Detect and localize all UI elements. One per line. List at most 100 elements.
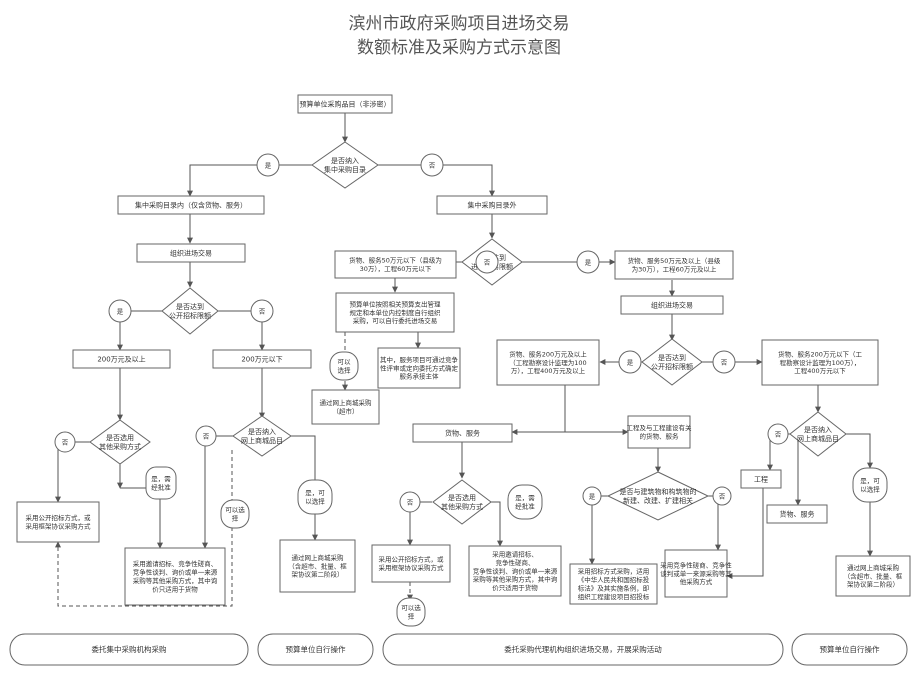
edge-mall-right-yes (846, 433, 873, 469)
node-service_note-text: 服务承接主体 (400, 372, 440, 381)
node-mall_right-text: 通过网上商城采购 (847, 563, 900, 572)
node-organize_right-box (620, 295, 724, 315)
label-yes2-text: 是 (117, 307, 124, 315)
node-organize_left-text: 组织进场交易 (170, 248, 212, 257)
label-no1-text: 否 (429, 161, 436, 169)
node-goods_services2: 货物、服务 (766, 504, 828, 524)
node-tender_law: 采用招标方式采购，适用《中华人民共和国招标投标法》及其实施条例，即组织工程建设项… (569, 563, 658, 605)
node-tender_law-text: 采用招标方式采购，适用 (578, 567, 650, 576)
node-f4-text: 预算单位自行操作 (820, 644, 880, 654)
node-service_note-text: 性评审或定向委托方式确定 (380, 363, 459, 372)
label-no8: 否 (712, 486, 732, 506)
label-no8-text: 否 (719, 492, 726, 500)
node-f4: 预算单位自行操作 (791, 633, 908, 666)
decision-d_build-text: 是否与建筑物和构筑物的 (620, 487, 697, 496)
node-open_bid_right-text: 采用框架协议采购方式 (379, 563, 445, 572)
label-no5-circle (475, 250, 499, 274)
decision-d_mall_left-text: 网上商城品目 (241, 436, 283, 445)
edge-other-right-yes (490, 501, 503, 547)
node-supermarket-text: （超市） (333, 407, 359, 416)
node-other_methods_right-text: 价只适用于货物 (492, 583, 538, 592)
node-yes_approve_left-text: 是，需 (151, 475, 171, 483)
decision-d_build-shape (606, 471, 710, 521)
node-goods_services2-text: 货物、服务 (780, 510, 815, 519)
node-optional_right-box (396, 597, 426, 627)
label-yes6-circle (618, 350, 642, 374)
decision-d_other_left-shape (89, 419, 151, 465)
label-yes8: 是 (582, 486, 602, 506)
decision-d_catalog-shape (311, 141, 379, 189)
node-above_open_right-text: 万），工程400万元及以上 (511, 366, 586, 375)
decision-d_mall_right-text: 网上商城品目 (797, 434, 839, 443)
node-below50-text: 货物、服务50万元以下（县级为 (349, 256, 442, 265)
node-below_open_right-text: 程勘察设计监理为100万）， (780, 358, 861, 367)
label-no3-text: 否 (62, 438, 69, 446)
node-competitive-box (664, 549, 728, 598)
label-no9: 否 (767, 423, 789, 445)
node-out_catalog-box (436, 195, 548, 215)
node-tender_law-box (569, 563, 658, 605)
node-in_catalog: 集中采购目录内（仅含货物、服务） (117, 195, 265, 215)
node-f2: 预算单位自行操作 (257, 633, 374, 666)
node-competitive-text: 谈判或单一来源采购等其 (660, 569, 732, 578)
edge-build-yes (589, 495, 608, 565)
node-other_methods_left-text: 采购等其他采购方式，其中询 (133, 576, 218, 585)
label-no1: 否 (420, 153, 444, 177)
node-above200: 200万元及以上 (72, 349, 171, 369)
node-f1-box (9, 633, 249, 666)
decision-d_mall_left-shape (232, 415, 292, 457)
label-yes1-text: 是 (265, 161, 272, 169)
node-open_bid_left-box (16, 501, 100, 543)
edge-build-no (708, 495, 721, 551)
label-no4-circle (195, 425, 217, 447)
node-supermarket: 通过网上商城采购（超市） (311, 389, 380, 425)
node-in_catalog-box (117, 195, 265, 215)
node-organize_left: 组织进场交易 (136, 243, 246, 263)
node-goods_services2-box (766, 504, 828, 524)
node-below200-text: 200万元以下 (241, 355, 282, 363)
node-engineering: 工程 (740, 469, 782, 489)
node-yes_approve_right-text: 是，需 (515, 494, 535, 502)
node-competitive-text: 他采购方式 (680, 577, 713, 586)
node-yes_approve_right-box (507, 484, 543, 520)
decision-d_mall_left-text: 是否纳入 (248, 427, 276, 436)
decision-d_catalog-text: 集中采购目录 (324, 165, 366, 174)
label-no7-circle (399, 491, 421, 513)
node-goods_services-box (412, 423, 513, 443)
edge-mall-left-no (202, 435, 233, 549)
node-above200-box (72, 349, 171, 369)
flowchart-shapes: 预算单位采购品目（非涉密）是否纳入集中采购目录是否集中采购目录内（仅含货物、服务… (9, 94, 911, 666)
node-below_open_right-text: 工程400万元以下 (794, 366, 846, 375)
node-organize_right: 组织进场交易 (620, 295, 724, 315)
label-no6: 否 (712, 350, 736, 374)
node-out_catalog: 集中采购目录外 (436, 195, 548, 215)
node-below_open_right-box (761, 339, 879, 386)
node-out_catalog-text: 集中采购目录外 (468, 200, 517, 209)
label-no6-text: 否 (721, 358, 728, 366)
node-optional_right-text: 可以选 (401, 603, 421, 612)
node-open_bid_left-text: 采用公开招标方式，或 (26, 513, 92, 522)
node-start-text: 预算单位采购品目（非涉密） (300, 100, 391, 109)
label-no5: 否 (475, 250, 499, 274)
node-above_open_right-box (496, 339, 600, 386)
decision-d_other_left-text: 是否选用 (106, 433, 134, 442)
label-no2: 否 (250, 299, 274, 323)
edge-above-open-to-goods (511, 385, 566, 435)
node-other_methods_right-text: 采用邀请招标、 (492, 549, 538, 558)
node-mall_left-text: （含超市、批量、框 (288, 561, 347, 570)
node-mall_left-text: 通过网上商城采购 (292, 553, 345, 562)
node-mall_right-text: 架协议第二阶段） (847, 580, 899, 589)
node-supermarket-box (311, 389, 380, 425)
